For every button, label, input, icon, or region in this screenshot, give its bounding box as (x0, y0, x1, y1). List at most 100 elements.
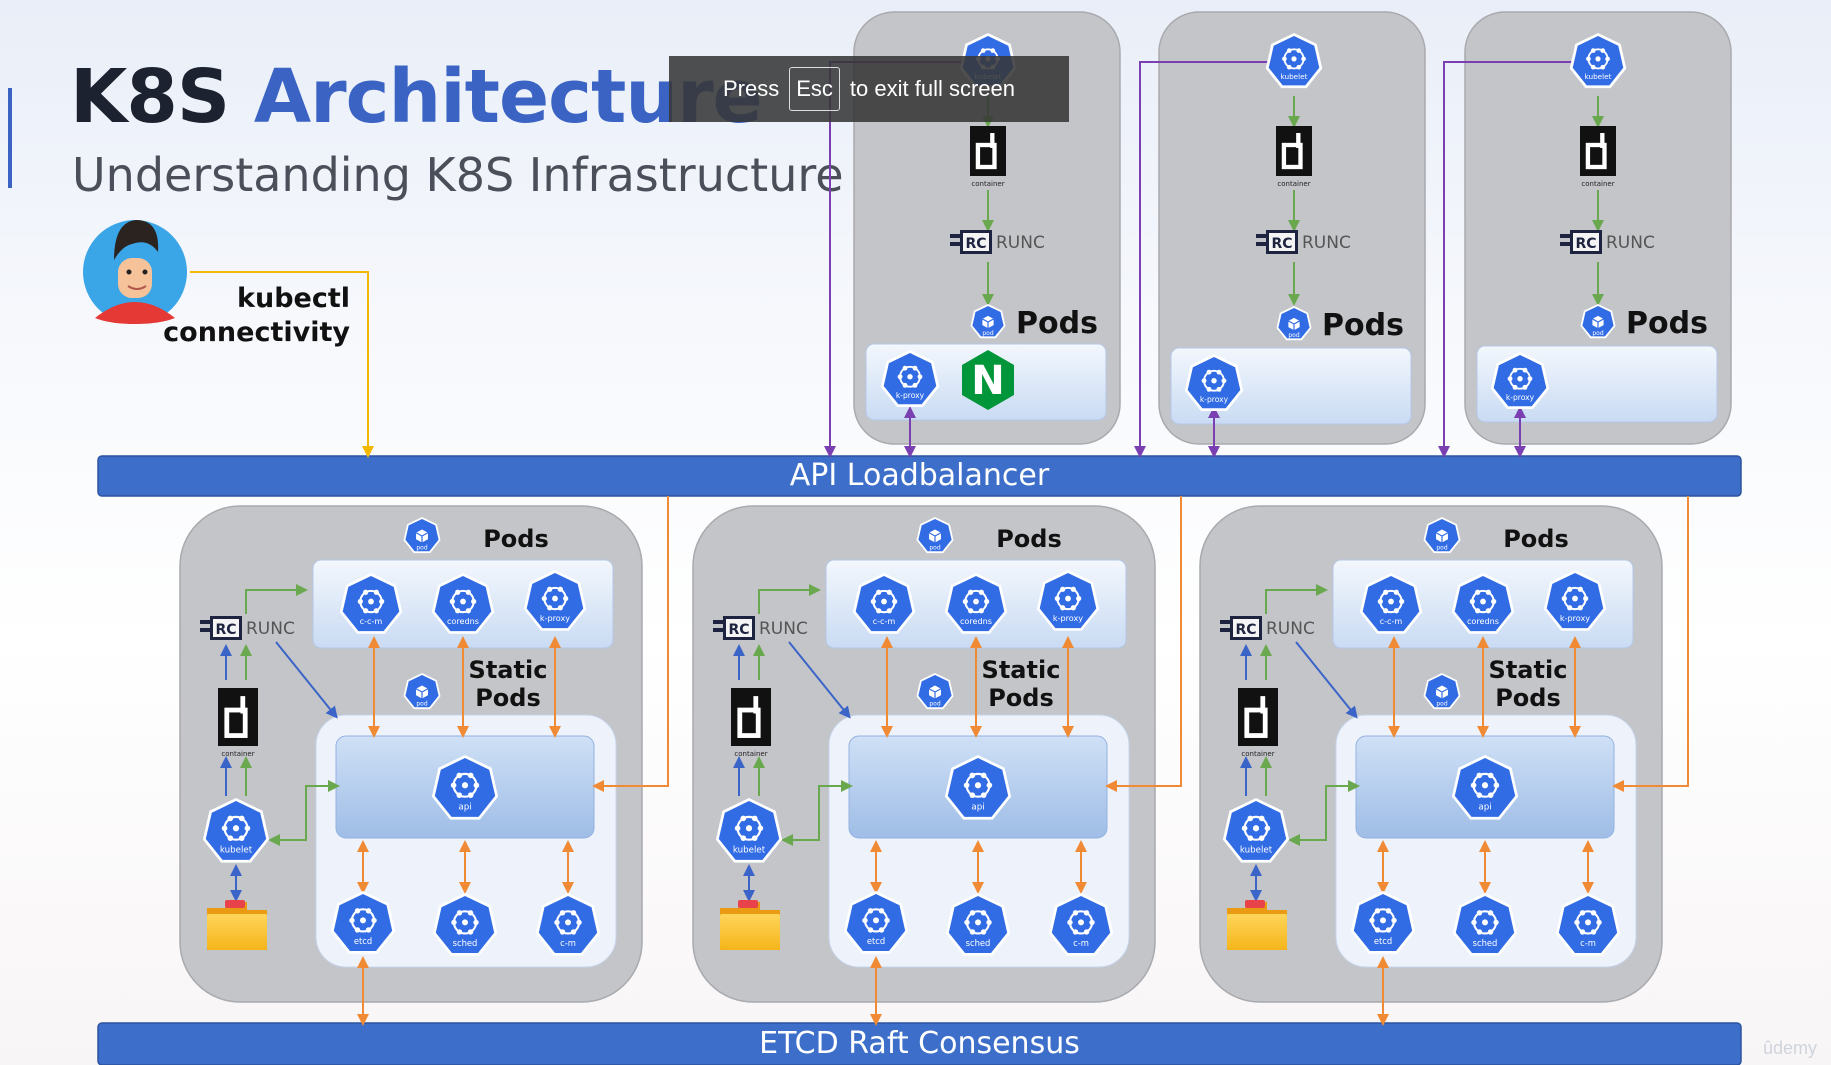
master-node-3-runc-static-link (1295, 641, 1358, 719)
master-node-3-etcd-icon-label: etcd (1374, 936, 1392, 946)
worker-2-api-link (1134, 61, 1268, 458)
master-node-1-runc-rc: RC (215, 622, 236, 638)
master-node-3-static-label-1: Static (1489, 656, 1568, 684)
master-nodes (179, 505, 1663, 1003)
master-node-2-kubelet-icon-label: kubelet (733, 845, 766, 855)
kubectl-line2: connectivity (163, 317, 350, 348)
master-node-2-runc-rc: RC (728, 622, 749, 638)
master-node-3-sched-icon-label: sched (1473, 938, 1498, 948)
master-node-1-static-pod-icon: pod (403, 673, 441, 710)
master-node-3-api-icon-label: api (1478, 802, 1491, 812)
master-node-3-pods-label: Pods (1503, 525, 1569, 553)
master-node-2-pods-label: Pods (996, 525, 1062, 553)
udemy-watermark: ûdemy (1762, 1038, 1817, 1058)
worker-node-2-runc-label: RUNC (1302, 233, 1351, 253)
master-node-1-kproxy-icon: k-proxy (523, 570, 587, 631)
master-node-2-runc-static-link (788, 641, 851, 719)
master-node-3-kproxy-icon-label: k-proxy (1560, 613, 1590, 623)
master-node-1-cm-icon: c-m (535, 893, 601, 956)
fullscreen-press: Press (722, 76, 780, 101)
master-node-1-static-label-1: Static (469, 656, 548, 684)
worker-node-3-containerd-icon-label: container (1581, 180, 1614, 188)
master-node-1-kproxy-icon-label: k-proxy (540, 613, 570, 623)
master-node-3-pods-icon-label: pod (1436, 545, 1447, 552)
master-node-2-cm-icon-label: c-m (1073, 938, 1089, 948)
worker-node-2-containerd-icon-label: container (1277, 180, 1310, 188)
worker-node-1-kproxy-icon-label: k-proxy (896, 391, 925, 400)
title-accent-bar (8, 88, 12, 188)
master-node-2-pods-icon: pod (916, 517, 954, 554)
worker-node-3-pods-label: Pods (1626, 306, 1708, 341)
master-node-1-runc-static-link (275, 641, 338, 719)
master-node-1-ccm-icon-label: c-c-m (360, 616, 383, 626)
master-node-2-loadbalancer-api-link (1105, 496, 1182, 792)
worker-node-1-pods-label: Pods (1016, 306, 1098, 341)
master-node-1-coredns-icon: coredns (431, 573, 495, 634)
worker-node-3-kproxy-icon: k-proxy (1490, 352, 1550, 409)
worker-node-2-kubelet-icon: kubelet (1265, 33, 1323, 89)
worker-node-2-runc: RC RUNC (1256, 230, 1351, 254)
master-node-2-containerd-icon-label: container (734, 750, 767, 758)
master-node-3-runc-pods-link (1265, 584, 1328, 614)
master-node-3-kubelet-api-link (1308, 780, 1360, 841)
worker-node-3-runc-rc: RC (1575, 236, 1596, 252)
master-node-2-api-icon-label: api (971, 802, 984, 812)
fullscreen-notice: Press Esc to exit full screen (669, 56, 1069, 122)
master-node-3-static-pod-icon: pod (1423, 673, 1461, 710)
master-node-3-ccm-icon-label: c-c-m (1380, 616, 1403, 626)
master-node-2-kubelet-api-link (801, 780, 853, 841)
master-node-1-coredns-icon-label: coredns (447, 616, 479, 626)
master-node-3-containerd-icon: container (1238, 688, 1278, 758)
worker-node-1-runc: RC RUNC (950, 230, 1045, 254)
master-node-1-ccm-icon: c-c-m (339, 573, 403, 634)
master-node-3-pods-icon: pod (1423, 517, 1461, 554)
master-node-1-etcd-icon-label: etcd (354, 936, 372, 946)
worker-node-1-pod-icon: pod (970, 304, 1006, 339)
worker-node-2-kubelet-icon-label: kubelet (1280, 72, 1307, 81)
master-node-2-kubelet-icon: kubelet (715, 798, 783, 863)
master-node-2-cm-icon: c-m (1048, 893, 1114, 956)
master-node-1-pods-icon-label: pod (416, 545, 427, 552)
api-loadbalancer-bar (97, 455, 1742, 497)
master-node-2-containerd-icon: container (731, 688, 771, 758)
master-node-3-loadbalancer-api-link (1612, 496, 1689, 792)
worker-node-3-containerd-icon: container (1580, 126, 1616, 188)
fullscreen-rest: to exit full screen (849, 76, 1015, 101)
master-node-2-ccm-icon-label: c-c-m (873, 616, 896, 626)
master-node-1-pods-label: Pods (483, 525, 549, 553)
worker-node-3-pod-icon-label: pod (1592, 330, 1603, 337)
master-node-1-sched-icon: sched (432, 893, 498, 956)
worker-node-3-kproxy-icon-label: k-proxy (1506, 393, 1535, 402)
esc-key: Esc (789, 67, 840, 111)
master-node-1-cm-icon-label: c-m (560, 938, 576, 948)
master-node-3-coredns-icon-label: coredns (1467, 616, 1499, 626)
master-node-2-static-label-1: Static (982, 656, 1061, 684)
master-node-2-coredns-icon-label: coredns (960, 616, 992, 626)
master-node-2-runc-pods-link (758, 584, 821, 614)
kubectl-line1: kubectl (237, 283, 350, 314)
master-node-1-kubelet-icon-label: kubelet (220, 845, 253, 855)
master-node-2-sched-icon-label: sched (966, 938, 991, 948)
master-node-1-manifest-folder-icon (207, 900, 267, 950)
etcd-raft-bar (97, 1022, 1742, 1065)
worker-node-1-runc-label: RUNC (996, 233, 1045, 253)
worker-node-3-kubelet-icon-label: kubelet (1584, 72, 1611, 81)
worker-node-1-nginx-icon: N (962, 350, 1014, 410)
master-node-2-manifest-folder-icon (720, 900, 780, 950)
master-node-3-sched-icon: sched (1452, 893, 1518, 956)
worker-node-1-containerd-icon: container (970, 126, 1006, 188)
worker-node-2-pod-icon-label: pod (1288, 332, 1299, 339)
kubectl-connectivity-label: kubectl connectivity (150, 282, 350, 350)
etcd-raft-label: ETCD Raft Consensus (759, 1026, 1080, 1061)
worker-node-1-runc-rc: RC (965, 236, 986, 252)
master-node-2-static-pod-icon-label: pod (929, 701, 940, 708)
master-node-3-etcd-icon: etcd (1350, 891, 1416, 954)
worker-node-2-kproxy-icon: k-proxy (1184, 354, 1244, 411)
worker-node-2-pod-icon: pod (1276, 306, 1312, 341)
master-node-1-api-icon: api (431, 755, 499, 820)
worker-node-2-runc-rc: RC (1271, 236, 1292, 252)
